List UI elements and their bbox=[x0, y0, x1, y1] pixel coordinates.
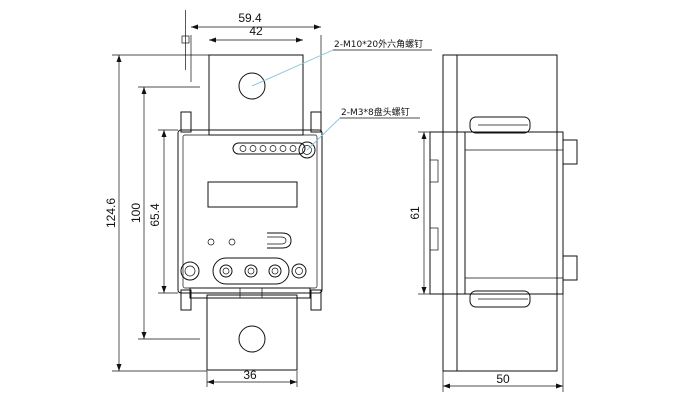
top-terminal-bar bbox=[208, 54, 304, 136]
bottom-terminal-bar bbox=[206, 294, 298, 371]
side-housing bbox=[456, 54, 558, 372]
callout-pan-screw: 2-M3*8盘头螺钉 bbox=[341, 106, 410, 118]
pan-screw-top bbox=[298, 141, 316, 159]
side-tab-top bbox=[562, 139, 578, 165]
terminal-1 bbox=[219, 264, 233, 278]
callout-hex-screw: 2-M10*20外六角螺钉 bbox=[334, 38, 423, 50]
front-dimensions: 59.4 42 124.6 100 65.4 36 bbox=[104, 10, 322, 387]
led-strip bbox=[232, 142, 306, 155]
led-1 bbox=[239, 145, 247, 152]
front-view bbox=[177, 54, 323, 371]
dim-side-height: 61 bbox=[408, 206, 422, 220]
dim-height-total: 124.6 bbox=[104, 198, 118, 228]
left-bottom-tab bbox=[180, 289, 192, 311]
side-body bbox=[464, 131, 564, 295]
side-front-panel bbox=[429, 131, 466, 295]
side-clip-top bbox=[469, 116, 531, 134]
led-3 bbox=[259, 145, 267, 152]
indicator-dot-2 bbox=[228, 238, 236, 246]
button-symbol bbox=[267, 232, 292, 249]
indicator-dot-1 bbox=[207, 238, 215, 246]
meter-body bbox=[177, 129, 323, 294]
side-clip-bottom bbox=[469, 290, 531, 308]
side-view bbox=[429, 54, 578, 372]
dim-width-outer: 59.4 bbox=[238, 11, 262, 25]
side-dimensions: 61 50 bbox=[408, 131, 564, 392]
terminal-4 bbox=[291, 263, 307, 279]
base-rail bbox=[189, 287, 311, 299]
top-terminal-hole bbox=[238, 72, 266, 100]
left-top-tab bbox=[180, 111, 192, 133]
lcd-display bbox=[207, 181, 298, 208]
dim-side-depth: 50 bbox=[496, 372, 510, 386]
side-tab-bottom bbox=[562, 255, 578, 281]
dim-height-mid: 65.4 bbox=[148, 203, 162, 227]
terminal-strip bbox=[212, 257, 290, 285]
dim-height-body: 100 bbox=[129, 203, 143, 223]
led-5 bbox=[279, 145, 287, 152]
right-bottom-tab bbox=[310, 289, 322, 311]
side-back-plate bbox=[442, 54, 458, 372]
led-2 bbox=[249, 145, 257, 152]
callouts: 2-M10*20外六角螺钉 2-M3*8盘头螺钉 bbox=[251, 38, 432, 151]
led-6 bbox=[289, 145, 297, 152]
pan-screw-bottom bbox=[180, 261, 200, 281]
terminal-3 bbox=[268, 264, 282, 278]
terminal-2 bbox=[244, 264, 258, 278]
right-top-tab bbox=[310, 111, 322, 133]
led-4 bbox=[269, 145, 277, 152]
dim-width-bottom: 36 bbox=[243, 368, 257, 382]
dim-width-inner: 42 bbox=[249, 24, 263, 38]
bottom-terminal-hole bbox=[238, 325, 266, 353]
